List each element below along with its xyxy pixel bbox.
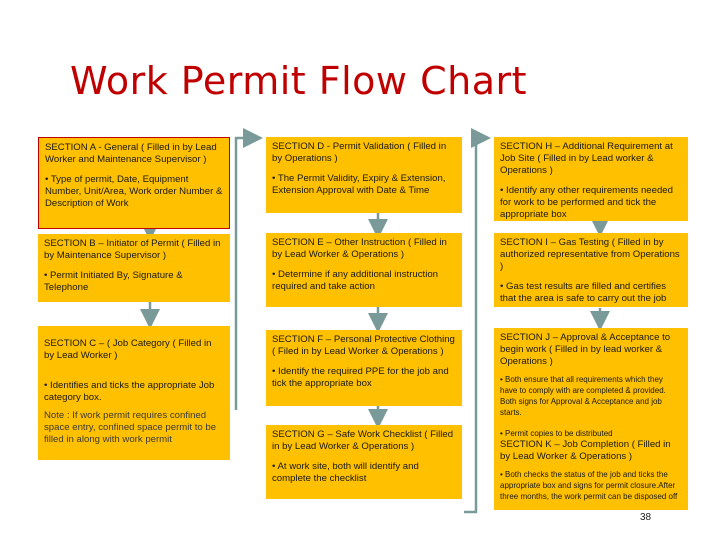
section-c-box: SECTION C – ( Job Category ( Filled in b… [38, 326, 230, 460]
section-k-bullet: • Both checks the status of the job and … [500, 470, 678, 501]
section-j-bullet-1: • Both ensure that all requirements whic… [500, 375, 666, 417]
section-a-heading: SECTION A - General ( Filled in by Lead … [45, 142, 217, 165]
arrow-g-to-h [464, 128, 491, 514]
section-f-bullet: • Identify the required PPE for the job … [272, 366, 449, 389]
page-title: Work Permit Flow Chart [70, 59, 527, 103]
section-a-box: SECTION A - General ( Filled in by Lead … [38, 137, 230, 229]
section-g-box: SECTION G – Safe Work Checklist ( Filled… [266, 425, 462, 499]
section-g-heading: SECTION G – Safe Work Checklist ( Filled… [272, 429, 454, 452]
section-b-bullet: • Permit Initiated By, Signature & Telep… [44, 270, 183, 293]
page-number: 38 [640, 512, 652, 523]
section-c-heading: SECTION C – ( Job Category ( Filled in b… [44, 338, 212, 361]
section-h-heading: SECTION H – Additional Requirement at Jo… [500, 141, 673, 176]
section-j-bullet-2: • Permit copies to be distributed [500, 429, 613, 438]
section-e-bullet: • Determine if any additional instructio… [272, 269, 439, 292]
section-i-box: SECTION I – Gas Testing ( Filled in by a… [494, 233, 688, 307]
section-f-box: SECTION F – Personal Protective Clothing… [266, 330, 462, 406]
section-f-heading: SECTION F – Personal Protective Clothing… [272, 334, 455, 357]
section-b-box: SECTION B – Initiator of Permit ( Filled… [38, 234, 230, 302]
section-g-bullet: • At work site, both will identify and c… [272, 461, 419, 484]
section-d-bullet: • The Permit Validity, Expiry & Extensio… [272, 173, 446, 196]
section-j-box: SECTION J – Approval & Acceptance to beg… [494, 328, 688, 424]
section-h-box: SECTION H – Additional Requirement at Jo… [494, 137, 688, 221]
section-e-heading: SECTION E – Other Instruction ( Filled i… [272, 237, 447, 260]
section-i-heading: SECTION I – Gas Testing ( Filled in by a… [500, 237, 680, 272]
section-c-note: Note : If work permit requires confined … [44, 410, 217, 445]
section-b-heading: SECTION B – Initiator of Permit ( Filled… [44, 238, 221, 261]
section-h-bullet: • Identify any other requirements needed… [500, 185, 673, 220]
section-c-bullet: • Identifies and ticks the appropriate J… [44, 380, 215, 403]
arrow-c-to-d [234, 128, 263, 410]
section-k-box: • Permit copies to be distributed SECTIO… [494, 424, 688, 510]
section-i-bullet: • Gas test results are filled and certif… [500, 281, 667, 304]
section-e-box: SECTION E – Other Instruction ( Filled i… [266, 233, 462, 307]
section-d-heading: SECTION D - Permit Validation ( Filled i… [272, 141, 447, 164]
section-k-heading: SECTION K – Job Completion ( Filled in b… [500, 439, 671, 462]
section-d-box: SECTION D - Permit Validation ( Filled i… [266, 137, 462, 213]
section-a-bullet: • Type of permit, Date, Equipment Number… [45, 174, 223, 209]
section-j-heading: SECTION J – Approval & Acceptance to beg… [500, 332, 671, 367]
